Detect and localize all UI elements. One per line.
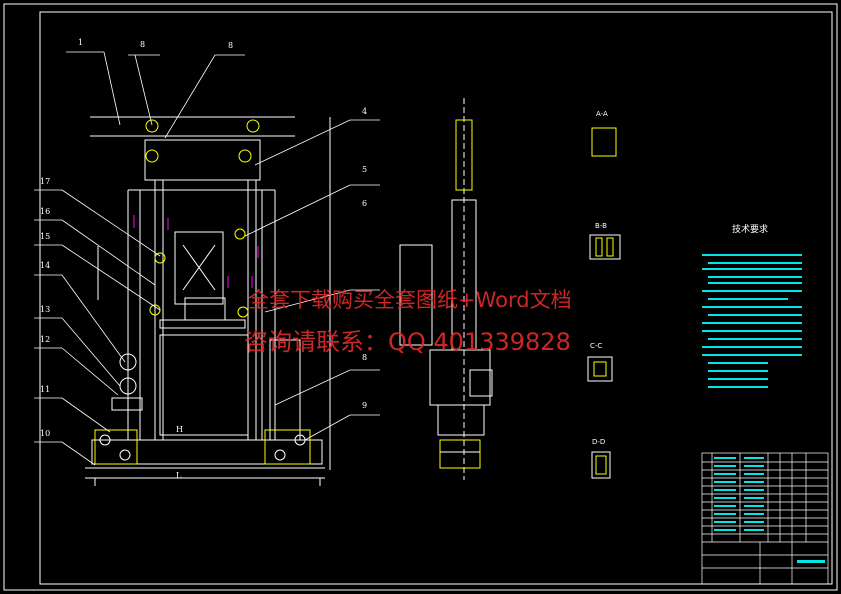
- part-number-17: 17: [40, 177, 50, 186]
- section-label-d: D-D: [592, 438, 605, 446]
- part-number-11: 11: [40, 385, 50, 394]
- part-number-10: 10: [40, 429, 50, 438]
- section-label-a: A-A: [596, 110, 608, 118]
- part-number-1: 1: [78, 38, 83, 47]
- parts-list-table: [701, 452, 829, 585]
- part-number-4: 4: [362, 107, 367, 116]
- part-number-8a: 8: [140, 40, 145, 49]
- part-number-12: 12: [40, 335, 50, 344]
- part-number-16: 16: [40, 207, 50, 216]
- part-number-14: 14: [40, 261, 50, 270]
- section-labels: A-A B-B C-C D-D: [590, 110, 608, 446]
- part-number-8b: 8: [228, 41, 233, 50]
- leader-lines: [34, 51, 380, 466]
- section-markers: [133, 215, 259, 288]
- tech-requirements-title: 技术要求: [732, 223, 768, 235]
- outer-frame: [3, 3, 838, 591]
- watermark-download: 全套下载购买全套图纸+Word文档: [248, 288, 572, 312]
- part-number-5: 5: [362, 165, 367, 174]
- dimension-h: H: [176, 425, 183, 434]
- dimension-l: L: [176, 471, 182, 480]
- watermark-contact: 咨询请联系：QQ 401339828: [244, 328, 571, 356]
- side-view: [399, 98, 493, 480]
- section-views: [587, 127, 621, 479]
- section-label-c: C-C: [590, 342, 602, 350]
- part-number-13: 13: [40, 305, 50, 314]
- part-number-8c: 8: [362, 353, 367, 362]
- tech-requirements-notes: [702, 254, 802, 388]
- part-number-6: 6: [362, 199, 367, 208]
- part-number-15: 15: [40, 232, 50, 241]
- parts-list-text: [714, 457, 825, 563]
- section-label-b: B-B: [595, 222, 607, 230]
- front-view: [85, 116, 331, 486]
- part-number-9: 9: [362, 401, 367, 410]
- inner-frame: [39, 11, 833, 585]
- part-numbers: 1 8 8 4 5 6 8 9 17 16 15 14 13 12 11 10 …: [40, 38, 367, 480]
